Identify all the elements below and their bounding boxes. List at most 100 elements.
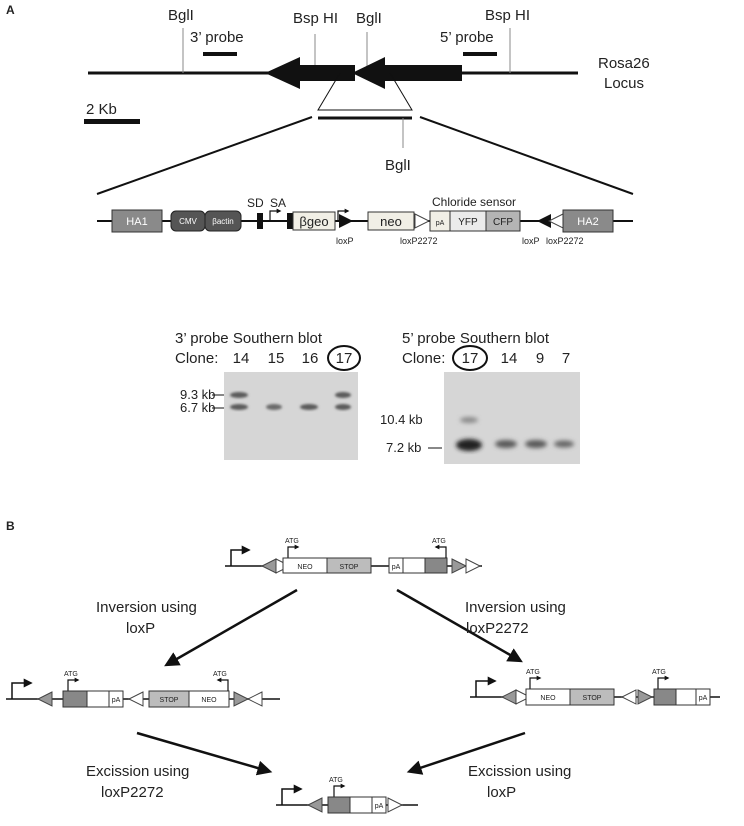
- insert-triangle: [317, 72, 413, 111]
- loxp2272-icon: [246, 691, 263, 707]
- panel-b-label: B: [6, 519, 15, 533]
- blot5-band: [495, 440, 517, 448]
- loxp-icon: [260, 558, 277, 574]
- loxp2272-icon: [127, 691, 144, 707]
- blot5-band-0: 10.4 kb: [380, 412, 423, 427]
- blot3-band-1: 6.7 kb: [180, 400, 215, 415]
- gene-arrow-1: [265, 57, 355, 89]
- construct-final: ATG pA: [276, 777, 418, 814]
- stop-box: [569, 688, 615, 706]
- loxp2272-icon: [620, 689, 637, 705]
- blot5-clone-2: 9: [536, 350, 544, 367]
- ha1-box: [111, 209, 163, 233]
- bgl2-label: BglI: [356, 10, 382, 27]
- loxp-b-label: loxP: [522, 236, 540, 246]
- atg-label: ATG: [213, 671, 227, 678]
- blot5-clone-3: 7: [562, 350, 570, 367]
- bactin-box: [204, 210, 242, 232]
- arrow-inversion-loxp: [164, 588, 298, 667]
- loxp2272-b-label: loxP2272: [546, 236, 584, 246]
- atg-arrow-icon: [657, 675, 670, 689]
- inv-2272-line2: loxP2272: [466, 620, 529, 637]
- neo-label: neo: [380, 214, 402, 229]
- atg-arrow-icon: [529, 675, 542, 689]
- pa-box: [695, 688, 711, 706]
- cfp-label: CFP: [493, 217, 513, 228]
- atg-arrow-icon: [67, 677, 80, 691]
- blot3-band: [230, 404, 248, 410]
- atg-label: ATG: [432, 538, 446, 545]
- yfp-label: YFP: [458, 217, 478, 228]
- blot3-membrane: [224, 372, 358, 460]
- promoter-arrow-icon: [11, 678, 33, 699]
- sensor-box-dark: [327, 796, 351, 814]
- zoom-line-right: [419, 116, 634, 195]
- atg-arrow-icon: [287, 544, 300, 558]
- blot5-clone-1: 14: [501, 350, 518, 367]
- promoter-arrow-icon: [337, 208, 350, 221]
- loxp-icon: [233, 691, 250, 707]
- sensor-box: [86, 690, 110, 708]
- blot5-highlight-circle: [452, 345, 488, 371]
- scale-label: 2 Kb: [86, 101, 117, 118]
- atg-label: ATG: [64, 671, 78, 678]
- blot5-band-1: 7.2 kb: [386, 440, 421, 455]
- cfp-box: [485, 210, 521, 232]
- sensor-label: Chloride sensor: [432, 195, 516, 209]
- gene-arrow-2: [352, 57, 462, 89]
- bsp1-label: Bsp HI: [293, 10, 338, 27]
- probe3-bar: [203, 52, 237, 56]
- blot3-band: [300, 404, 318, 410]
- zoom-line-left: [96, 116, 313, 195]
- promoter-arrow-icon: [230, 545, 251, 566]
- probe5-label: 5’ probe: [440, 29, 494, 46]
- neo-box: [367, 211, 415, 231]
- stop-box: [326, 557, 372, 574]
- blot5-clone-label: Clone:: [402, 350, 445, 367]
- blot3-band: [335, 404, 351, 410]
- arrow-inversion-loxp2272: [396, 588, 523, 663]
- pa-label: pA: [392, 564, 401, 571]
- blot5-bands: [456, 417, 574, 451]
- probe3-label: 3’ probe: [190, 29, 244, 46]
- blot3-clone-label: Clone:: [175, 350, 218, 367]
- locus-name-2: Locus: [604, 75, 644, 92]
- sd-box: [257, 213, 263, 229]
- blot3-band: [266, 404, 282, 410]
- pa-box: [108, 690, 124, 708]
- promoter-arrow-icon: [281, 784, 303, 805]
- atg-label: ATG: [652, 669, 666, 676]
- bsp2-label: Bsp HI: [485, 7, 530, 24]
- blot5-band: [554, 440, 574, 448]
- construct-inverted-loxp: ATG pA STOP NEO ATG: [6, 671, 280, 708]
- scale-bar: [84, 119, 140, 124]
- cmv-label: CMV: [179, 217, 197, 226]
- blot5-title: 5’ probe Southern blot: [402, 330, 550, 347]
- atg-arrow-icon: [216, 677, 229, 691]
- loxp2272-icon: [465, 558, 482, 574]
- pa-label: pA: [375, 803, 384, 810]
- sensor-box-dark: [62, 690, 88, 708]
- pa-box: [371, 796, 387, 814]
- neo-box: [188, 690, 230, 708]
- neo-label: NEO: [297, 564, 313, 571]
- loxp-icon: [500, 689, 517, 705]
- atg-label: ATG: [329, 777, 343, 784]
- blot-5prime: 5’ probe Southern blot Clone: 17 14 9 7 …: [380, 330, 580, 464]
- sensor-box: [675, 688, 697, 706]
- loxp-icon: [451, 558, 468, 574]
- blot3-bands: [230, 392, 351, 410]
- sd-label: SD: [247, 196, 264, 210]
- neo-label: NEO: [201, 697, 217, 704]
- construct-inverted-loxp2272: ATG NEO STOP ATG pA: [470, 669, 720, 706]
- loxp-a-icon: [339, 214, 353, 228]
- sensor-box-dark: [424, 557, 448, 574]
- exc-2272-line2: loxP2272: [101, 784, 164, 801]
- stop-label: STOP: [340, 564, 359, 571]
- panel-a-label: A: [6, 3, 15, 17]
- bgl1-label: BglI: [168, 7, 194, 24]
- loxp2272-a-label: loxP2272: [400, 236, 438, 246]
- locus-name-1: Rosa26: [598, 55, 650, 72]
- blot5-clone-0: 17: [462, 350, 479, 367]
